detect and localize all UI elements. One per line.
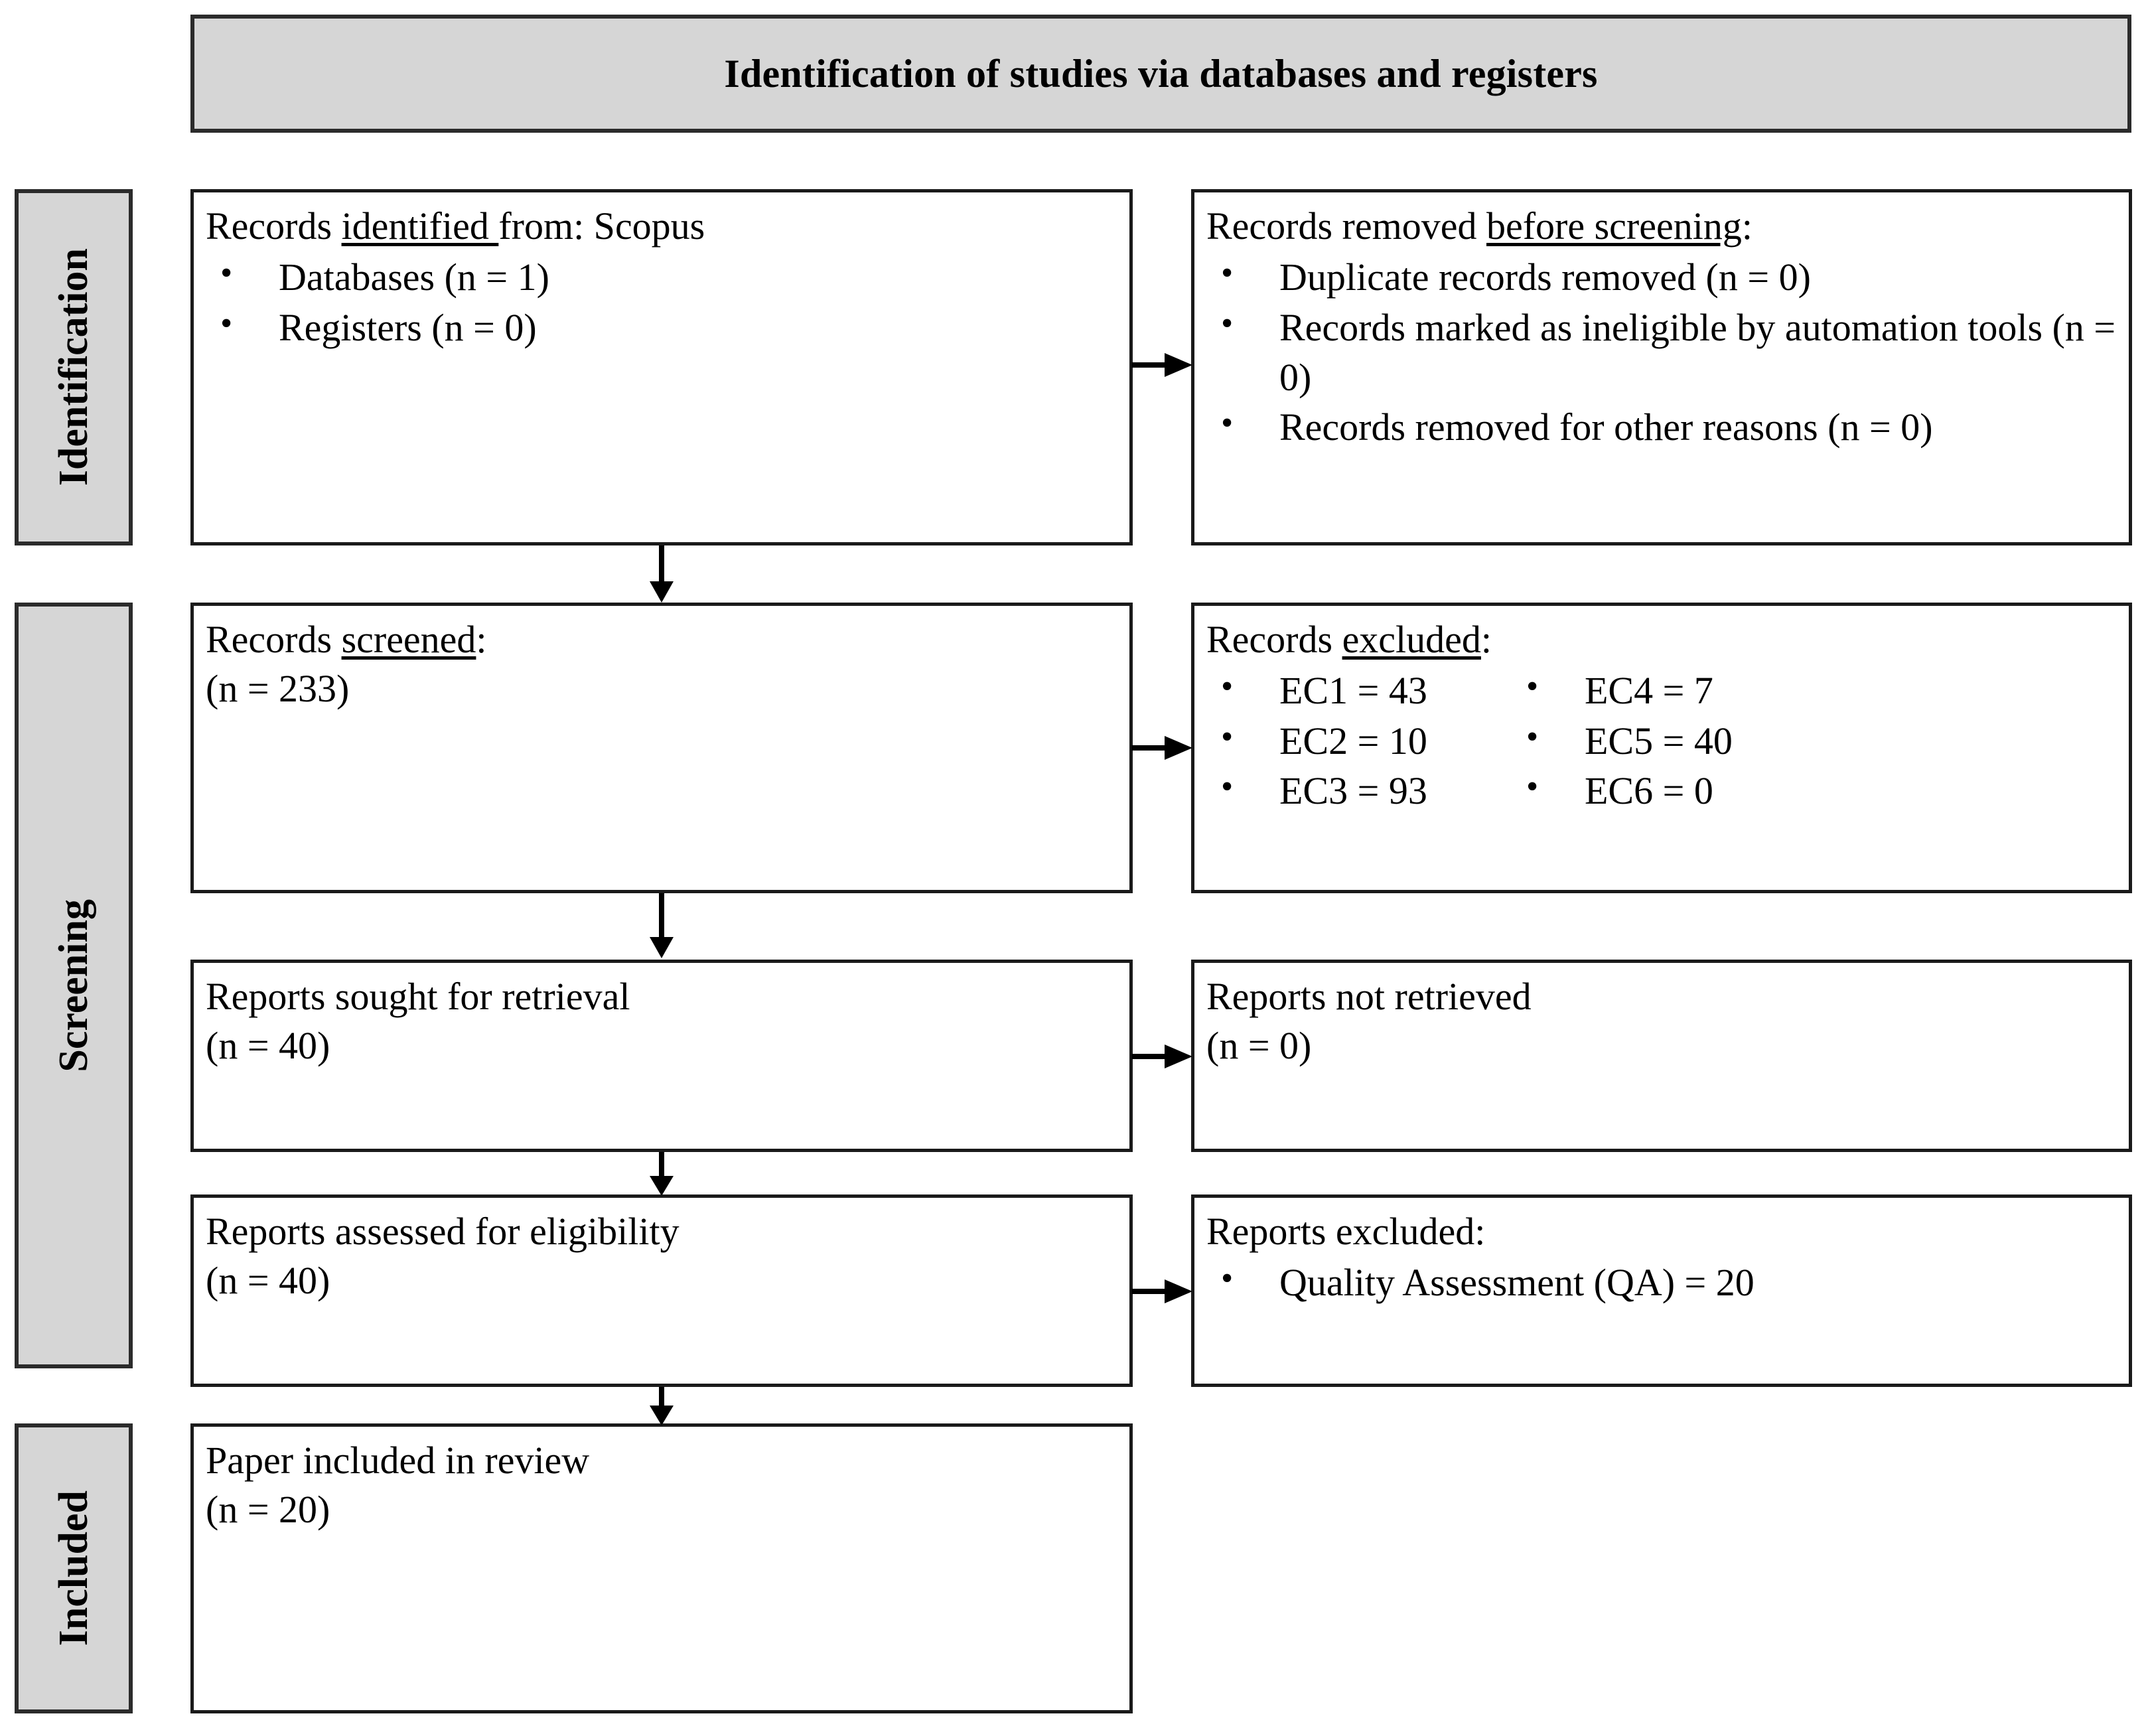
- box-paper-included-in-review: Paper included in review (n = 20): [190, 1423, 1133, 1713]
- box-reports-not-retrieved-count: (n = 0): [1206, 1024, 1312, 1068]
- box-records-screened-heading: Records screened:: [206, 618, 487, 661]
- box-reports-excluded-heading: Reports excluded:: [1206, 1210, 1486, 1253]
- exclusion-reason: EC5 = 40: [1512, 715, 2117, 766]
- exclusion-reason: EC1 = 43: [1206, 664, 1512, 715]
- box-records-identified-heading: Records identified from: Scopus: [206, 204, 705, 248]
- box-reports-sought-for-retrieval: Reports sought for retrieval (n = 40): [190, 960, 1133, 1152]
- box-reports-sought-heading: Reports sought for retrieval: [206, 975, 630, 1018]
- list-item: Databases (n = 1): [206, 251, 1117, 302]
- box-reports-not-retrieved: Reports not retrieved (n = 0): [1191, 960, 2132, 1152]
- box-records-removed-heading: Records removed before screening:: [1206, 204, 1753, 248]
- box-records-identified-list: Databases (n = 1) Registers (n = 0): [206, 251, 1117, 352]
- stage-label-included: Included: [15, 1423, 133, 1713]
- exclusion-reason: EC4 = 7: [1512, 664, 2117, 715]
- box-reports-assessed-count: (n = 40): [206, 1259, 330, 1303]
- box-reports-excluded: Reports excluded: Quality Assessment (QA…: [1191, 1194, 2132, 1387]
- list-item: Records removed for other reasons (n = 0…: [1206, 401, 2117, 452]
- arrow-sought-to-not-retrieved: [1131, 1042, 1194, 1071]
- diagram-header-banner: Identification of studies via databases …: [190, 15, 2131, 133]
- box-paper-included-heading: Paper included in review: [206, 1439, 590, 1482]
- box-reports-assessed-heading: Reports assessed for eligibility: [206, 1210, 680, 1253]
- exclusion-reason: EC3 = 93: [1206, 764, 1512, 816]
- exclusion-reason: EC2 = 10: [1206, 715, 1512, 766]
- box-reports-assessed-for-eligibility: Reports assessed for eligibility (n = 40…: [190, 1194, 1133, 1387]
- exclusion-reason: EC6 = 0: [1512, 764, 2117, 816]
- box-reports-not-retrieved-heading: Reports not retrieved: [1206, 975, 1532, 1018]
- arrow-sought-to-assessed: [647, 1152, 676, 1197]
- arrow-screened-to-excluded: [1131, 733, 1194, 762]
- box-reports-excluded-list: Quality Assessment (QA) = 20: [1206, 1256, 2117, 1307]
- box-records-removed-before-screening: Records removed before screening: Duplic…: [1191, 189, 2132, 545]
- list-item: Records marked as ineligible by automati…: [1206, 301, 2117, 403]
- page-title: Identification of studies via databases …: [724, 51, 1598, 96]
- arrow-identified-to-screened: [647, 545, 676, 604]
- stage-label-screening: Screening: [15, 603, 133, 1368]
- stage-label-identification: Identification: [15, 189, 133, 545]
- arrow-assessed-to-included: [647, 1387, 676, 1427]
- box-records-excluded-heading: Records excluded:: [1206, 618, 1492, 661]
- stage-label-identification-text: Identification: [51, 248, 96, 486]
- list-item: Registers (n = 0): [206, 301, 1117, 352]
- list-item: Quality Assessment (QA) = 20: [1206, 1256, 2117, 1307]
- arrow-assessed-to-reports-excluded: [1131, 1277, 1194, 1306]
- box-records-screened-count: (n = 233): [206, 667, 350, 711]
- stage-label-included-text: Included: [51, 1490, 96, 1646]
- stage-label-screening-text: Screening: [51, 899, 96, 1072]
- arrow-screened-to-sought: [647, 893, 676, 960]
- box-reports-sought-count: (n = 40): [206, 1024, 330, 1068]
- arrow-identified-to-removed: [1131, 350, 1194, 380]
- box-records-excluded-reasons: EC1 = 43 EC4 = 7 EC2 = 10 EC5 = 40 EC3 =…: [1206, 664, 2117, 816]
- box-records-screened: Records screened: (n = 233): [190, 603, 1133, 893]
- box-records-identified: Records identified from: Scopus Database…: [190, 189, 1133, 545]
- box-records-removed-list: Duplicate records removed (n = 0) Record…: [1206, 251, 2117, 453]
- list-item: Duplicate records removed (n = 0): [1206, 251, 2117, 302]
- box-paper-included-count: (n = 20): [206, 1488, 330, 1532]
- box-records-excluded: Records excluded: EC1 = 43 EC4 = 7 EC2 =…: [1191, 603, 2132, 893]
